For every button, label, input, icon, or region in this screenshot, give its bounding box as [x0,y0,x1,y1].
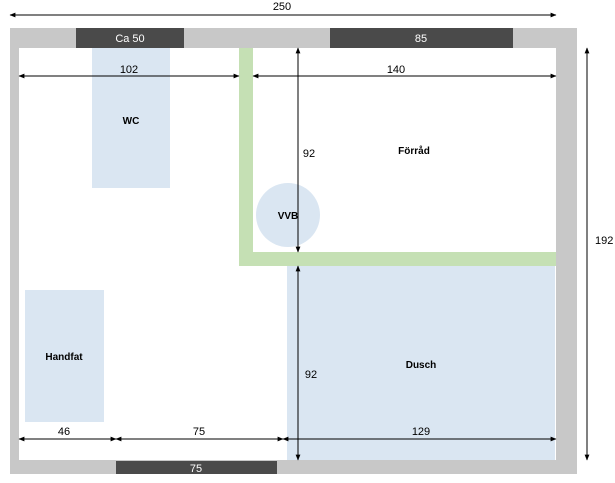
dimension-gap-width: 75 [115,426,284,442]
door-top-right: 85 [330,28,513,48]
wall-left [10,28,19,474]
dimension-shower-depth-label: 92 [305,369,317,381]
dimension-shower-width: 129 [282,426,557,442]
wall-bottom [10,460,577,474]
shower-label: Dusch [406,360,437,371]
sink-label: Handfat [45,352,83,363]
door-top-left: Ca 50 [76,28,184,48]
dimension-wc-width: 102 [18,64,240,79]
sink-fixture: Handfat [25,290,104,422]
door-bottom: 75 [116,461,277,475]
dimension-gap-width-label: 75 [193,426,205,438]
dimension-shower-width-label: 129 [412,426,430,438]
wc-fixture: WC [92,48,170,188]
dimension-overall-width-label: 250 [273,1,291,13]
dimension-sink-width-label: 46 [58,426,70,438]
door-top-left-label: Ca 50 [115,33,144,45]
storage-label: Förråd [398,145,430,157]
dimension-storage-depth: 92 [295,47,315,253]
dimension-shower-depth: 92 [295,265,317,461]
partition-wall [239,48,556,266]
dimension-wc-width-label: 102 [120,64,138,76]
dimension-sink-width: 46 [18,426,117,442]
dimension-storage-width: 140 [252,64,557,79]
dimension-overall-width: 250 [9,1,557,18]
dimension-overall-height: 192 [584,47,613,461]
dimension-storage-depth-label: 92 [303,148,315,160]
door-bottom-label: 75 [190,463,202,475]
dimension-overall-height-label: 192 [595,235,613,247]
shower-area: Dusch [287,265,555,460]
water-heater-label: VVB [278,211,299,222]
door-top-right-label: 85 [415,33,427,45]
wall-right [556,28,577,474]
water-heater: VVB [256,183,320,247]
dimension-storage-width-label: 140 [387,64,405,76]
wc-label: WC [123,116,140,127]
